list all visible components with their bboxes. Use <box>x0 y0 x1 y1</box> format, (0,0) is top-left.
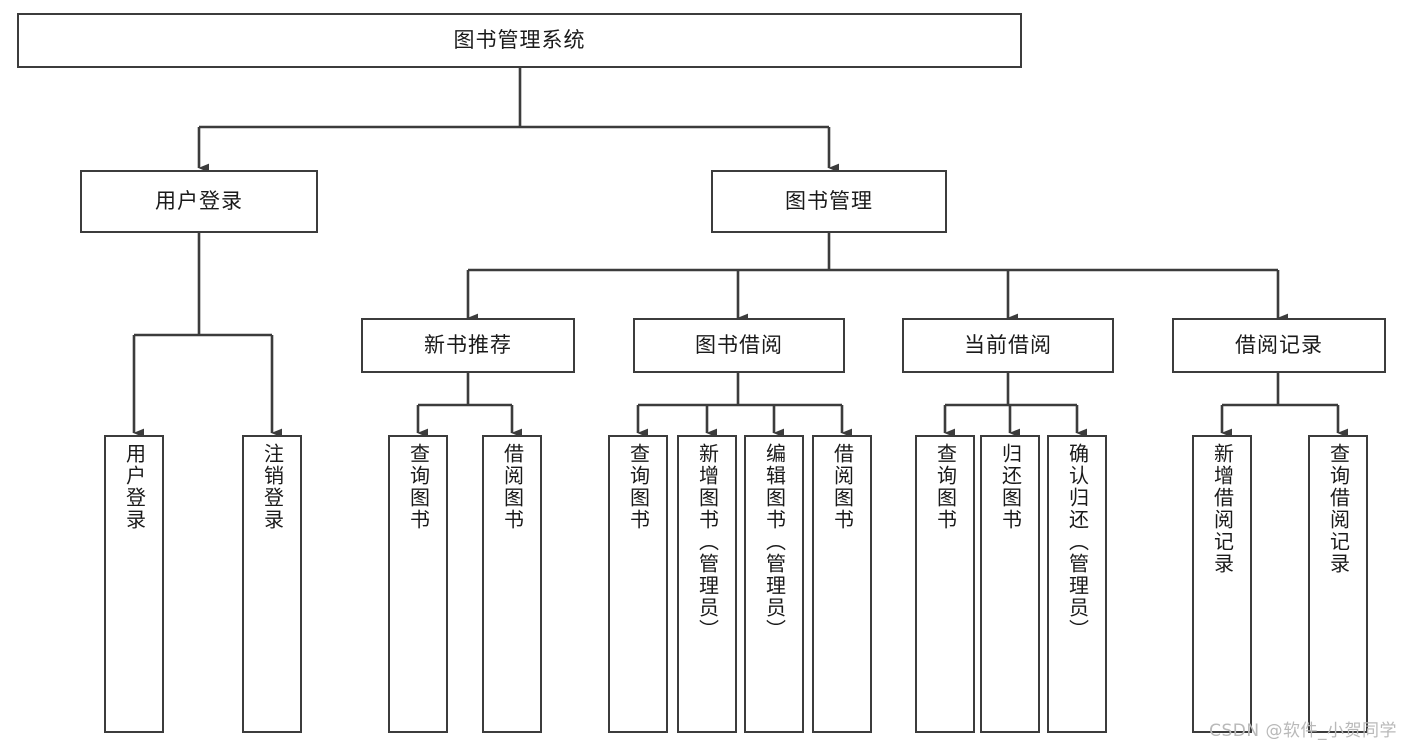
node-borrow-record-label: 借阅记录 <box>1235 332 1323 357</box>
node-book-manage-label: 图书管理 <box>785 188 873 213</box>
node-leaf-book-borrow-1[interactable]: 查询图书 <box>608 435 668 733</box>
node-book-borrow-label: 图书借阅 <box>695 332 783 357</box>
node-leaf-label: 查询图书 <box>933 443 958 531</box>
node-leaf-label: 编辑图书（管理员） <box>762 443 787 641</box>
node-leaf-user-login-2[interactable]: 注销登录 <box>242 435 302 733</box>
node-leaf-label: 用户登录 <box>122 443 147 531</box>
node-leaf-new-book-1[interactable]: 查询图书 <box>388 435 448 733</box>
watermark-text: CSDN @软件_小贺同学 <box>1209 721 1397 741</box>
node-new-book-recommend-label: 新书推荐 <box>424 332 512 357</box>
node-leaf-label: 借阅图书 <box>500 443 525 531</box>
node-root-label: 图书管理系统 <box>453 27 586 52</box>
node-borrow-record[interactable]: 借阅记录 <box>1172 318 1386 373</box>
node-leaf-label: 注销登录 <box>260 443 285 531</box>
node-leaf-book-borrow-4[interactable]: 借阅图书 <box>812 435 872 733</box>
node-leaf-label: 查询借阅记录 <box>1326 443 1351 575</box>
node-user-login-label: 用户登录 <box>155 188 243 213</box>
node-current-borrow[interactable]: 当前借阅 <box>902 318 1114 373</box>
node-leaf-user-login-1[interactable]: 用户登录 <box>104 435 164 733</box>
node-leaf-label: 确认归还（管理员） <box>1065 443 1090 641</box>
node-user-login[interactable]: 用户登录 <box>80 170 318 233</box>
node-current-borrow-label: 当前借阅 <box>964 332 1052 357</box>
node-root[interactable]: 图书管理系统 <box>17 13 1022 68</box>
node-leaf-current-borrow-2[interactable]: 归还图书 <box>980 435 1040 733</box>
node-leaf-label: 借阅图书 <box>830 443 855 531</box>
node-leaf-label: 归还图书 <box>998 443 1023 531</box>
node-book-manage[interactable]: 图书管理 <box>711 170 947 233</box>
node-leaf-label: 查询图书 <box>626 443 651 531</box>
node-leaf-book-borrow-2[interactable]: 新增图书（管理员） <box>677 435 737 733</box>
node-leaf-current-borrow-1[interactable]: 查询图书 <box>915 435 975 733</box>
node-leaf-current-borrow-3[interactable]: 确认归还（管理员） <box>1047 435 1107 733</box>
node-leaf-label: 新增借阅记录 <box>1210 443 1235 575</box>
node-leaf-borrow-record-1[interactable]: 新增借阅记录 <box>1192 435 1252 733</box>
node-leaf-label: 查询图书 <box>406 443 431 531</box>
node-leaf-label: 新增图书（管理员） <box>695 443 720 641</box>
node-leaf-borrow-record-2[interactable]: 查询借阅记录 <box>1308 435 1368 733</box>
node-leaf-new-book-2[interactable]: 借阅图书 <box>482 435 542 733</box>
node-leaf-book-borrow-3[interactable]: 编辑图书（管理员） <box>744 435 804 733</box>
node-book-borrow[interactable]: 图书借阅 <box>633 318 845 373</box>
node-new-book-recommend[interactable]: 新书推荐 <box>361 318 575 373</box>
